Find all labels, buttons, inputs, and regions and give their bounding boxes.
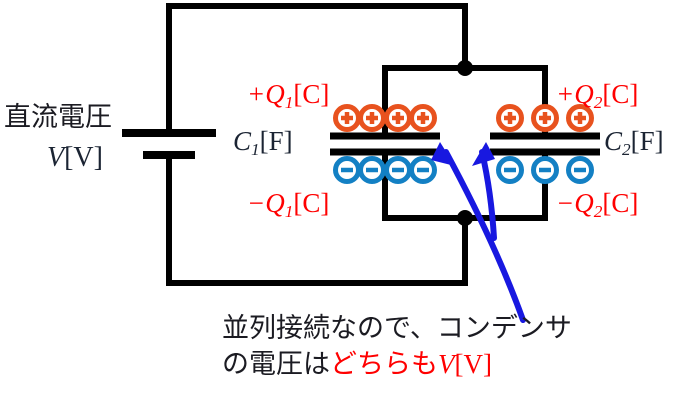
c2-capacitance-symbol: C [604,126,623,156]
negative-charge-icon [384,156,412,184]
parallel-voltage-annotation: 並列接続なので、コンデンサ の電圧はどちらもV[V] [222,311,572,382]
annotation-line-1: 並列接続なので、コンデンサ [222,313,572,344]
c2-positive-charge-subscript: 2 [593,92,603,112]
c2-negative-charge-label: −Q2[C] [556,190,638,220]
positive-charge-icon [566,104,594,132]
annotation-voltage-symbol: V [438,348,455,379]
positive-charge-icon [333,104,361,132]
negative-charge-icon [496,156,524,184]
annotation-line-2: の電圧はどちらもV[V] [222,347,572,383]
dc-source-value-unit: [V] [64,142,103,173]
annotation-arrow-head-right [472,142,495,166]
positive-charge-icon [531,104,559,132]
positive-charge-icon [496,104,524,132]
c1-negative-charges [333,156,437,184]
c2-positive-charge-label: +Q2[C] [556,81,638,111]
c1-capacitance-symbol: C [233,126,252,156]
junction-nodes [457,60,473,226]
annotation-line-2-prefix: の電圧は [222,348,330,380]
c1-positive-charge-subscript: 1 [284,92,294,112]
negative-charge-icon [566,156,594,184]
c1-negative-charge-subscript: 1 [284,201,294,221]
negative-charge-icon [531,156,559,184]
c1-capacitance-label: C1[F] [233,128,293,158]
dc-source-value: V[V] [47,144,103,172]
c2-negative-charges [496,156,594,184]
negative-charge-icon [409,156,437,184]
c2-capacitance-unit: [F] [630,126,664,156]
parallel-branch-wires [382,65,548,221]
c1-capacitance-subscript: 1 [251,139,260,159]
dc-source-value-symbol: V [47,142,65,173]
capacitor-plates [330,132,600,156]
annotation-arrows [431,142,526,323]
c1-capacitance-unit: [F] [259,126,293,156]
c2-positive-charge-unit: [C] [602,79,639,109]
positive-charge-icon [384,104,412,132]
c2-negative-charge-subscript: 2 [593,201,603,221]
c1-positive-charge-label: +Q1[C] [247,81,329,111]
outer-circuit-loop [166,3,468,286]
c1-positive-charge-symbol: +Q [247,79,285,109]
positive-charge-icon [409,104,437,132]
annotation-arrow-head-left [431,142,455,166]
c2-capacitance-label: C2[F] [604,128,664,158]
c1-positive-charges [333,104,437,132]
c2-positive-charges [496,104,594,132]
negative-charge-icon [358,156,386,184]
annotation-voltage-unit: [V] [454,348,492,379]
positive-charge-icon [358,104,386,132]
c1-negative-charge-symbol: −Q [247,188,285,218]
annotation-arrow-stem-left [443,149,526,323]
annotation-line-2-highlight: どちらも [330,348,438,380]
dc-source-title: 直流電圧 [4,102,112,133]
junction-dot-top [457,60,473,76]
c2-positive-charge-symbol: +Q [556,79,594,109]
negative-charge-icon [333,156,361,184]
battery-symbol [122,129,216,159]
c1-positive-charge-unit: [C] [293,79,330,109]
c2-negative-charge-unit: [C] [602,188,639,218]
junction-dot-bottom [457,210,473,226]
c2-negative-charge-symbol: −Q [556,188,594,218]
c2-capacitance-subscript: 2 [622,139,631,159]
c1-negative-charge-label: −Q1[C] [247,190,329,220]
c1-negative-charge-unit: [C] [293,188,330,218]
